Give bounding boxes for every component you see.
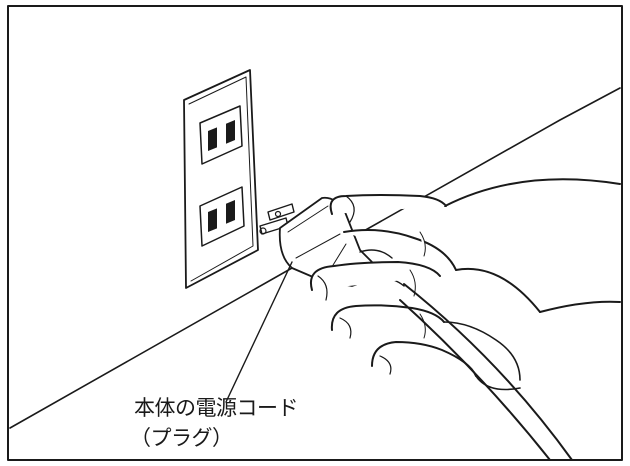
wall-outlet [183, 69, 259, 289]
callout-label-line1: 本体の電源コード [134, 396, 299, 420]
callout-leader-line [225, 261, 293, 403]
callout-label-line2: （プラグ） [130, 426, 233, 450]
figure-frame [7, 5, 623, 461]
upper-socket [199, 105, 243, 165]
hand [310, 178, 621, 391]
lower-socket [199, 186, 245, 247]
power-cord [399, 283, 573, 461]
